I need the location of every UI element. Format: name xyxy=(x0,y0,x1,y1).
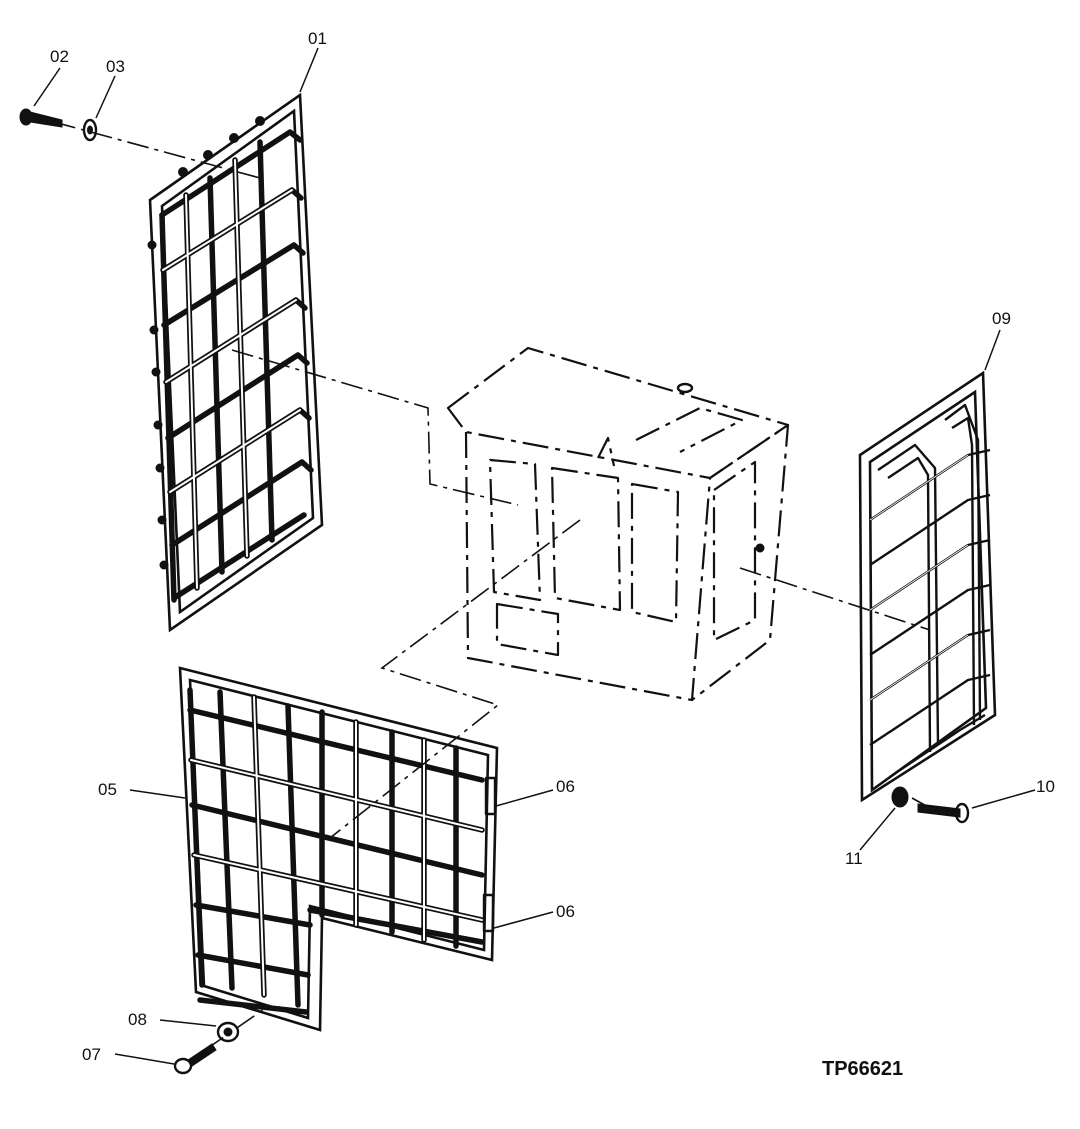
callout-labels: 01 02 03 05 06 06 07 08 09 10 11 TP66621 xyxy=(50,29,1055,1080)
callout-10: 10 xyxy=(1036,777,1055,796)
callout-07: 07 xyxy=(82,1045,101,1064)
grille-01-mesh xyxy=(159,129,314,603)
screw-10 xyxy=(917,802,970,824)
callout-01: 01 xyxy=(308,29,327,48)
grille-01-bolt-heads xyxy=(147,116,265,570)
callout-06-upper: 06 xyxy=(556,777,575,796)
washer-03 xyxy=(82,118,98,142)
grille-panel-01 xyxy=(147,92,324,633)
washer-11 xyxy=(891,786,909,808)
callout-11: 11 xyxy=(845,849,863,868)
assembly-centerlines xyxy=(53,121,931,1051)
callout-06: 06 xyxy=(556,902,575,921)
callout-08: 08 xyxy=(128,1010,147,1029)
screw-07 xyxy=(173,1043,217,1075)
grille-panel-05 xyxy=(178,666,499,1032)
figure-id: TP66621 xyxy=(822,1058,903,1080)
callout-09: 09 xyxy=(992,309,1011,328)
washer-08 xyxy=(216,1021,240,1043)
leader-lines xyxy=(33,47,1036,1065)
grille-09-mesh xyxy=(869,403,991,771)
callout-02: 02 xyxy=(50,47,69,66)
grille-panel-09 xyxy=(858,370,997,803)
screw-02 xyxy=(19,108,63,128)
callout-03: 03 xyxy=(106,57,125,76)
grille-05-mesh xyxy=(187,687,485,1015)
callout-05: 05 xyxy=(98,780,117,799)
cab-housing-phantom xyxy=(446,346,790,702)
